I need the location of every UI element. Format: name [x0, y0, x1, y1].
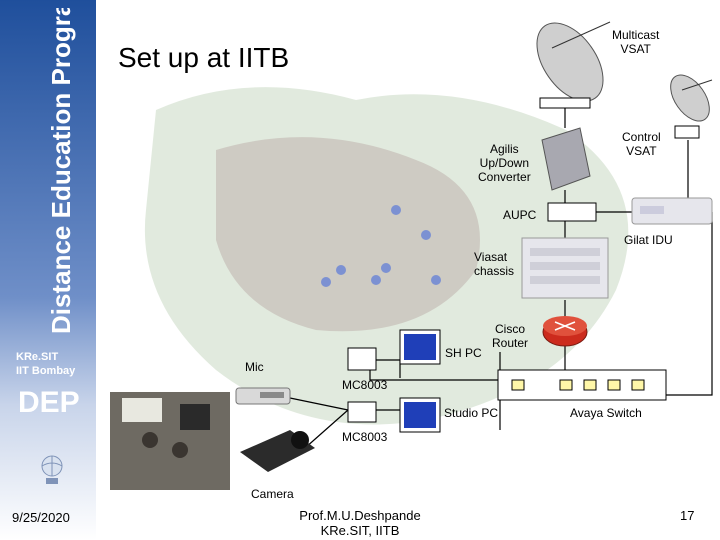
- label-mc8003-1: MC8003: [342, 378, 388, 392]
- label-sh-pc: SH PC: [445, 346, 482, 360]
- mic-device: [235, 387, 291, 405]
- camera-device: [240, 430, 315, 472]
- label-agilis-line1: Agilis: [490, 142, 519, 156]
- footer-author: Prof.M.U.Deshpande KRe.SIT, IITB: [290, 508, 430, 538]
- label-agilis-line2: Up/Down: [479, 156, 530, 170]
- gilat-idu: [631, 197, 713, 225]
- agilis-converter: [541, 127, 591, 191]
- label-cisco-line1: Cisco: [495, 322, 526, 336]
- label-control-vsat: Control VSAT: [622, 130, 661, 158]
- label-viasat: Viasat chassis: [474, 250, 514, 278]
- label-avaya-switch: Avaya Switch: [570, 406, 642, 420]
- studio-pc-monitor: [399, 397, 441, 433]
- label-viasat-line2: chassis: [474, 264, 515, 278]
- slide-title: Set up at IITB: [118, 42, 290, 73]
- classroom-photo: [110, 392, 230, 490]
- label-control-vsat-line2: VSAT: [626, 144, 657, 158]
- label-multicast-vsat-line1: Multicast: [612, 28, 660, 42]
- org-line-2: IIT Bombay: [16, 365, 76, 377]
- label-agilis: Agilis Up/Down Converter: [478, 142, 531, 184]
- mc8003-box-2: [347, 401, 377, 423]
- label-aupc: AUPC: [503, 208, 537, 222]
- cisco-router: [542, 316, 588, 347]
- multicast-vsat-dish: [536, 21, 611, 109]
- viasat-chassis: [521, 237, 609, 299]
- sh-pc-monitor: [399, 329, 441, 365]
- label-cisco-router: Cisco Router: [492, 322, 528, 350]
- background-map: [144, 87, 629, 425]
- sidebar-banner: Distance Education Program KRe.SIT IIT B…: [0, 0, 96, 540]
- label-mic: Mic: [245, 360, 264, 374]
- org-line-1: KRe.SIT: [16, 351, 59, 363]
- footer-date: 9/25/2020: [12, 510, 70, 525]
- label-control-vsat-line1: Control: [622, 130, 661, 144]
- label-cisco-line2: Router: [492, 336, 529, 350]
- aupc-box: [547, 202, 597, 222]
- label-multicast-vsat-line2: VSAT: [620, 42, 651, 56]
- org-name: KRe.SIT IIT Bombay: [16, 350, 88, 378]
- dep-logo: DEP: [18, 386, 80, 419]
- control-vsat-dish: [670, 74, 713, 139]
- footer-page-number: 17: [680, 508, 695, 523]
- footer-author-line2: KRe.SIT, IITB: [320, 523, 400, 538]
- label-viasat-line1: Viasat: [474, 250, 508, 264]
- label-gilat-idu: Gilat IDU: [624, 233, 673, 247]
- footer-author-line1: Prof.M.U.Deshpande: [299, 508, 421, 523]
- vertical-title-text: Distance Education Program: [46, 8, 76, 334]
- label-multicast-vsat: Multicast VSAT: [612, 28, 659, 56]
- mc8003-box-1: [347, 347, 377, 371]
- label-studio-pc: Studio PC: [444, 406, 499, 420]
- label-agilis-line3: Converter: [478, 170, 531, 184]
- label-camera: Camera: [251, 487, 294, 501]
- vertical-title: Distance Education Program: [46, 8, 76, 334]
- label-mc8003-2: MC8003: [342, 430, 388, 444]
- globe-icon: [41, 455, 63, 484]
- avaya-switch: [497, 369, 667, 401]
